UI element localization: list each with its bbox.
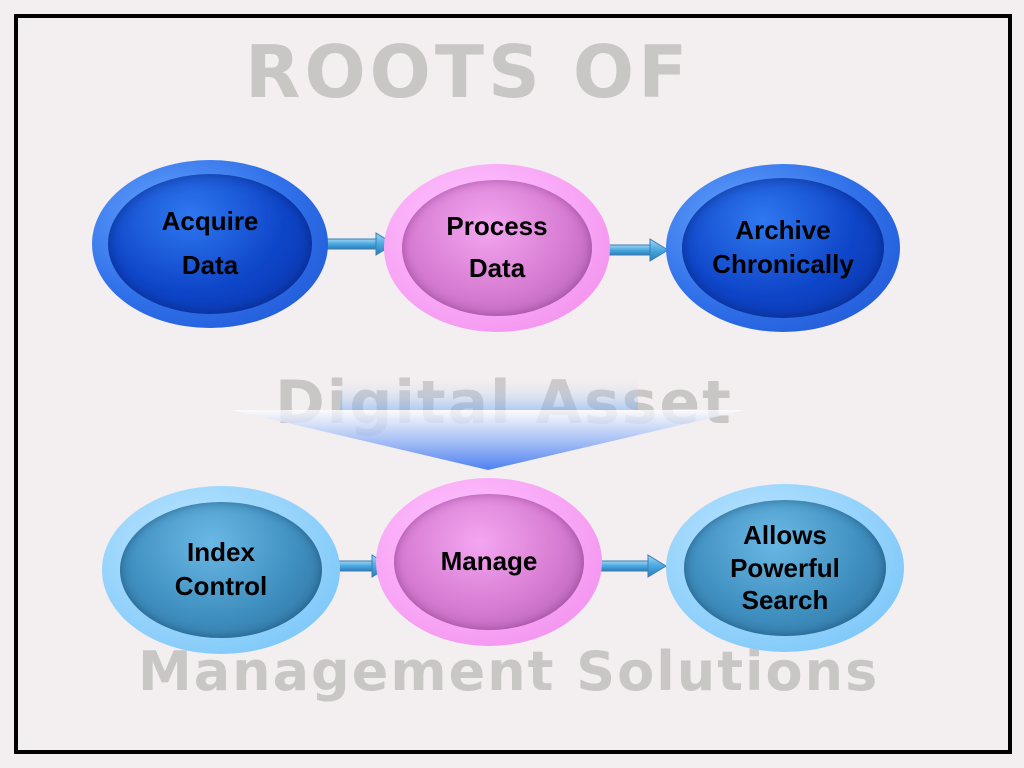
node-archive-chronically: Archive Chronically xyxy=(666,164,900,332)
node-process-data-label: Process Data xyxy=(446,210,547,286)
node-allows-powerful-search-line-3: Search xyxy=(741,585,829,616)
node-index-control-line-1: Index xyxy=(187,537,255,568)
node-acquire-data-line-1: Acquire xyxy=(161,206,259,237)
funnel-arrow xyxy=(232,410,745,470)
node-acquire-data: Acquire Data xyxy=(92,160,328,328)
node-archive-chronically-line-2: Chronically xyxy=(712,249,854,279)
node-index-control: Index Control xyxy=(102,486,340,654)
node-index-control-line-2: Control xyxy=(174,571,268,601)
funnel-glow xyxy=(340,376,638,410)
node-acquire-data-line-2: Data xyxy=(181,250,239,280)
node-process-data-line-2: Data xyxy=(468,253,526,283)
node-process-data: Process Data xyxy=(384,164,610,332)
node-allows-powerful-search-label: Allows Powerful Search xyxy=(730,519,840,617)
node-archive-chronically-label: Archive Chronically xyxy=(712,214,854,282)
title-management-solutions: Management Solutions xyxy=(138,640,880,703)
node-manage-label: Manage xyxy=(441,545,538,579)
node-archive-chronically-line-1: Archive xyxy=(735,215,831,246)
node-allows-powerful-search-line-2: Powerful xyxy=(730,552,840,583)
node-manage-line-1: Manage xyxy=(440,546,538,577)
arrow-manage-to-search xyxy=(595,554,667,578)
title-roots-of: ROOTS OF xyxy=(245,30,692,114)
node-allows-powerful-search: Allows Powerful Search xyxy=(666,484,904,652)
node-process-data-line-1: Process xyxy=(446,211,548,242)
node-allows-powerful-search-line-1: Allows xyxy=(743,520,827,551)
node-index-control-label: Index Control xyxy=(175,536,267,604)
node-manage: Manage xyxy=(376,478,602,646)
node-acquire-data-label: Acquire Data xyxy=(162,205,259,283)
